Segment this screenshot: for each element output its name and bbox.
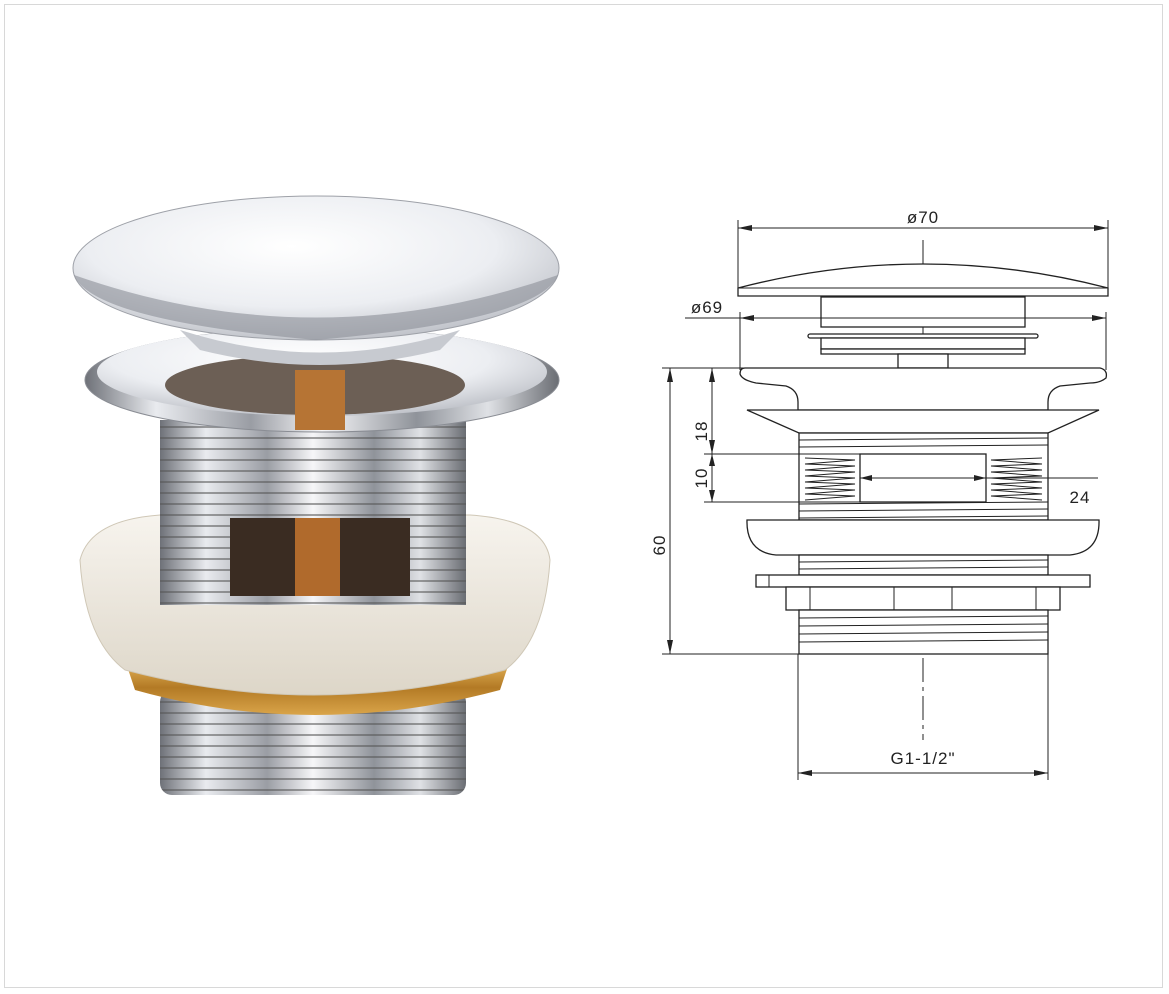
- flange: [84, 327, 560, 433]
- dim-slot-height: 10: [692, 468, 711, 489]
- dimension-lines: [662, 220, 1109, 780]
- pop-up-cap: [72, 195, 560, 365]
- drawing-thread-lower: [798, 609, 1049, 655]
- dim-total-height: 60: [650, 535, 669, 556]
- dim-thread-size: G1-1/2": [890, 749, 955, 768]
- dim-cap-diameter: ø70: [907, 208, 939, 227]
- image-frame: [4, 4, 1163, 988]
- brass-ring: [125, 660, 510, 715]
- drawing-cap: [737, 263, 1109, 369]
- dimension-arrows: [667, 225, 1108, 776]
- dim-flange-diameter: ø69: [691, 298, 723, 317]
- upper-thread-body: [160, 420, 466, 605]
- drawing-thread-upper: [798, 432, 1049, 521]
- dim-flange-height: 18: [692, 421, 711, 442]
- drawing-thread-middle: [798, 554, 1049, 576]
- drawing-flange: [739, 367, 1108, 434]
- lower-thread: [160, 690, 466, 795]
- dim-slot-width: 24: [1070, 488, 1091, 507]
- drawing-plate-nut: [755, 574, 1091, 611]
- drawing-washer: [746, 519, 1100, 556]
